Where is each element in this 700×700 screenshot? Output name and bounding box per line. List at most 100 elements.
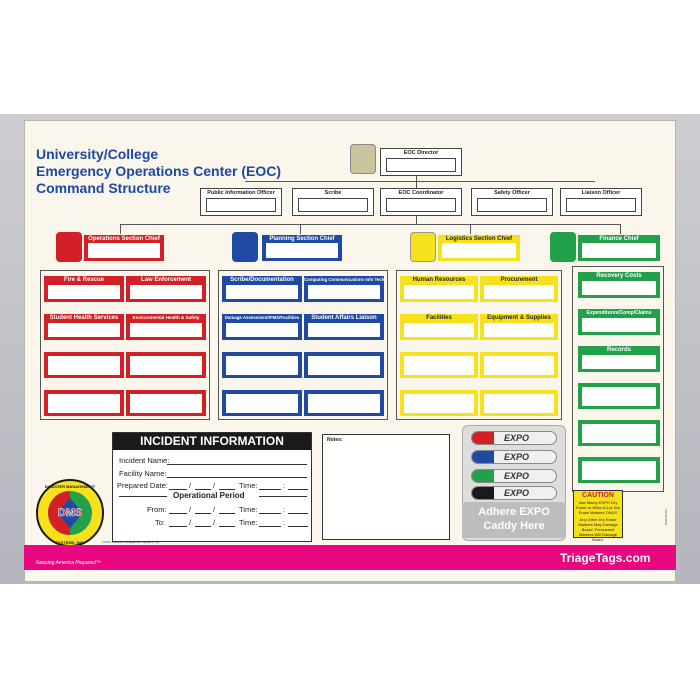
to-time-minute-field[interactable] [288, 518, 308, 527]
role-field[interactable] [404, 356, 474, 375]
role-field[interactable] [404, 394, 474, 413]
role-field[interactable] [484, 285, 554, 299]
role-field[interactable] [48, 285, 120, 299]
role-box-blank[interactable] [480, 352, 558, 378]
role-box-damage-assessment[interactable]: Damage Assessment/FMS/Facilities [222, 314, 302, 340]
role-field[interactable] [582, 318, 656, 332]
prepared-date-month-field[interactable] [169, 481, 187, 490]
role-box-blank[interactable] [578, 457, 660, 483]
role-box-scribe-doc[interactable]: Scribe/Documentation [222, 276, 302, 302]
role-box-facilities[interactable]: Facilities [400, 314, 478, 340]
role-box-fire-rescue[interactable]: Fire & Rescue [44, 276, 124, 302]
role-box-blank[interactable] [400, 352, 478, 378]
role-field[interactable] [308, 285, 380, 299]
prepared-date-year-field[interactable] [219, 481, 235, 490]
role-box-blank[interactable] [44, 390, 124, 416]
role-field[interactable] [582, 387, 656, 406]
role-box-blank[interactable] [578, 420, 660, 446]
role-box-blank[interactable] [222, 352, 302, 378]
from-time-hour-field[interactable] [259, 505, 281, 514]
role-box-blank[interactable] [126, 390, 206, 416]
role-box-blank[interactable] [304, 352, 384, 378]
role-field[interactable] [48, 323, 120, 337]
from-year-field[interactable] [219, 505, 235, 514]
role-box-equipment[interactable]: Equipment & Supplies [480, 314, 558, 340]
title-line-2: Emergency Operations Center (EOC) [36, 163, 282, 179]
role-field[interactable] [582, 355, 656, 369]
role-field[interactable] [308, 394, 380, 413]
eoc-director-field[interactable] [386, 158, 456, 172]
role-field[interactable] [404, 285, 474, 299]
finance-chief-field[interactable] [582, 243, 656, 258]
staff-field[interactable] [477, 198, 547, 212]
staff-field[interactable] [206, 198, 276, 212]
role-field[interactable] [582, 281, 656, 295]
to-year-field[interactable] [219, 518, 235, 527]
role-field[interactable] [404, 323, 474, 337]
role-field[interactable] [226, 394, 298, 413]
from-day-field[interactable] [195, 505, 211, 514]
role-box-procurement[interactable]: Procurement [480, 276, 558, 302]
role-label: Human Resources [412, 277, 466, 283]
role-box-blank[interactable] [304, 390, 384, 416]
role-box-expenditures[interactable]: Expenditures/Comp/Claims [578, 309, 660, 335]
operations-chief-field[interactable] [88, 243, 160, 258]
planning-chief-field[interactable] [266, 243, 338, 258]
logistics-chief-box[interactable]: Logistics Section Chief [438, 235, 520, 261]
role-field[interactable] [484, 356, 554, 375]
role-field[interactable] [48, 394, 120, 413]
role-field[interactable] [582, 461, 656, 480]
eoc-director-box[interactable]: EOC Director [380, 148, 462, 176]
role-box-blank[interactable] [222, 390, 302, 416]
role-field[interactable] [130, 394, 202, 413]
role-field[interactable] [130, 285, 202, 299]
staff-box-liaison[interactable]: Liaison Officer [560, 188, 642, 216]
staff-field[interactable] [566, 198, 636, 212]
role-box-recovery-costs[interactable]: Recovery Costs [578, 272, 660, 298]
role-field[interactable] [130, 356, 202, 375]
role-field[interactable] [308, 356, 380, 375]
to-time-hour-field[interactable] [259, 518, 281, 527]
role-field[interactable] [226, 356, 298, 375]
to-day-field[interactable] [195, 518, 211, 527]
prepared-time-hour-field[interactable] [259, 481, 281, 490]
role-field[interactable] [582, 424, 656, 443]
finance-chief-box[interactable]: Finance Chief [578, 235, 660, 261]
role-box-blank[interactable] [400, 390, 478, 416]
role-field[interactable] [48, 356, 120, 375]
role-box-records[interactable]: Records [578, 346, 660, 372]
role-box-blank[interactable] [578, 383, 660, 409]
role-box-computing[interactable]: Computing Communications Info Tech [304, 276, 384, 302]
from-time-minute-field[interactable] [288, 505, 308, 514]
role-field[interactable] [226, 285, 298, 299]
notes-area[interactable]: Notes: [322, 434, 450, 540]
role-field[interactable] [130, 323, 202, 337]
logistics-chief-field[interactable] [442, 243, 516, 258]
role-field[interactable] [484, 394, 554, 413]
staff-box-scribe[interactable]: Scribe [292, 188, 374, 216]
role-field[interactable] [226, 323, 298, 337]
staff-box-safety[interactable]: Safety Officer [471, 188, 553, 216]
role-field[interactable] [308, 323, 380, 337]
operations-chief-box[interactable]: Operations Section Chief [84, 235, 164, 261]
role-box-blank[interactable] [44, 352, 124, 378]
to-month-field[interactable] [169, 518, 187, 527]
role-box-law-enforcement[interactable]: Law Enforcement [126, 276, 206, 302]
prepared-time-minute-field[interactable] [288, 481, 308, 490]
staff-box-pio[interactable]: Public Information Officer [200, 188, 282, 216]
prepared-date-day-field[interactable] [195, 481, 211, 490]
incident-name-field[interactable] [167, 456, 307, 465]
facility-name-field[interactable] [167, 469, 307, 478]
role-box-blank[interactable] [480, 390, 558, 416]
planning-chief-box[interactable]: Planning Section Chief [262, 235, 342, 261]
staff-box-coordinator[interactable]: EOC Coordinator [380, 188, 462, 216]
staff-field[interactable] [298, 198, 368, 212]
role-field[interactable] [484, 323, 554, 337]
staff-field[interactable] [386, 198, 456, 212]
role-box-human-resources[interactable]: Human Resources [400, 276, 478, 302]
role-box-blank[interactable] [126, 352, 206, 378]
role-box-student-affairs[interactable]: Student Affairs Liaison [304, 314, 384, 340]
from-month-field[interactable] [169, 505, 187, 514]
role-box-env-health[interactable]: Environmental Health & Safety [126, 314, 206, 340]
role-box-student-health[interactable]: Student Health Services [44, 314, 124, 340]
